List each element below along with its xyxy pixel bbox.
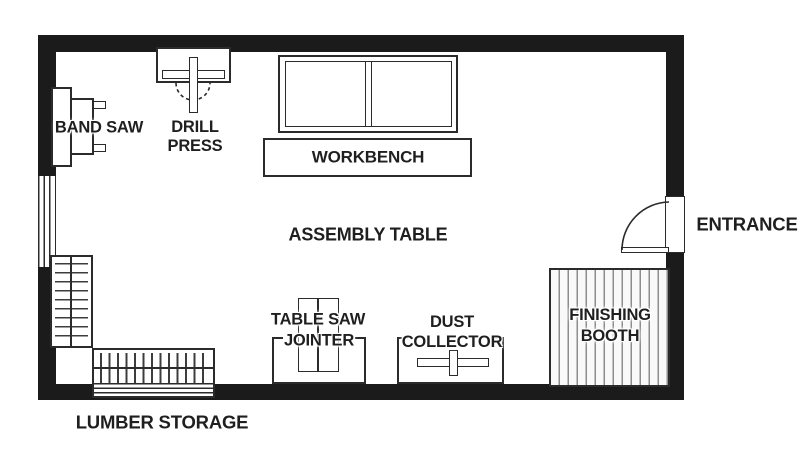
workbench-symbol [263,138,472,177]
dust-collector-fan-vertical [449,350,458,376]
band-saw-symbol-table [70,98,94,155]
lumber-rack-vertical-rail [70,257,72,346]
drill-press-symbol-column [189,57,198,113]
workbench-label: WORKBENCH [311,147,425,167]
entrance-label: ENTRANCE [696,213,798,235]
workbench-window-divider [365,61,372,127]
finishing-booth-symbol [549,268,670,387]
drill-press-label: DRILL PRESS [167,118,223,155]
band-saw-symbol-clamp-bottom [93,144,106,152]
lumber-rack-horizontal-rail [94,367,213,369]
workbench-window-inner [285,61,452,127]
jointer-label: JOINTER [283,331,355,350]
dust-collector-label: DUST COLLECTOR [401,313,503,351]
entrance-door-jamb [665,196,685,253]
wall-right-upper [666,35,684,197]
lumber-storage-label: LUMBER STORAGE [75,411,249,433]
band-saw-symbol-clamp-top [93,101,106,109]
band-saw-label: BAND SAW [54,118,144,137]
door-swing-arc-icon [621,201,670,251]
table-saw-symbol-blade-slot [317,298,319,372]
lumber-rack-board-stack [94,383,213,396]
lumber-rack-vertical [50,255,93,348]
table-saw-label: TABLE SAW [270,310,366,329]
finishing-booth-label: FINISHING BOOTH [569,306,651,345]
jointer-symbol [272,337,366,384]
dust-collector-symbol [397,337,504,384]
left-wall-window-icon [38,176,56,267]
wall-right-lower [666,253,684,400]
lumber-rack-horizontal [92,348,215,398]
assembly-table-label: ASSEMBLY TABLE [288,224,448,245]
